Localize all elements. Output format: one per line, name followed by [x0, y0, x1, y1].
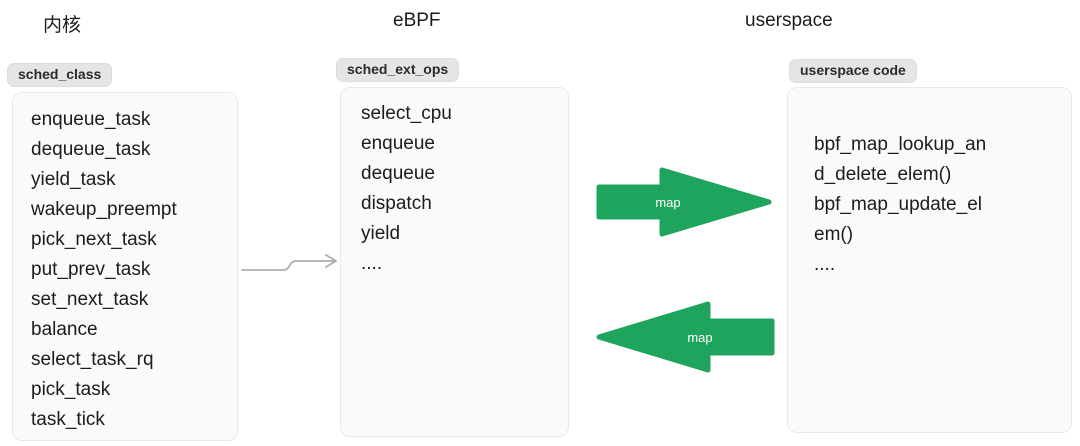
- column-header-userspace: userspace: [745, 10, 833, 31]
- column-header-ebpf: eBPF: [393, 10, 441, 31]
- list-item: ....: [361, 253, 383, 274]
- list-item: select_cpu: [361, 103, 452, 124]
- list-item: bpf_map_update_el: [814, 194, 982, 215]
- badge-sched-class: sched_class: [7, 63, 113, 87]
- list-item: set_next_task: [31, 289, 149, 310]
- sched-class-box: enqueue_task dequeue_task yield_task wak…: [12, 92, 238, 441]
- list-item: task_tick: [31, 409, 105, 430]
- list-item: bpf_map_lookup_an: [814, 134, 987, 155]
- map-arrow-left: map: [596, 301, 775, 373]
- list-item: balance: [31, 319, 98, 340]
- list-item: wakeup_preempt: [31, 199, 177, 220]
- list-item: enqueue: [361, 133, 435, 154]
- badge-sched-ext-ops: sched_ext_ops: [336, 58, 460, 82]
- list-item: dequeue: [361, 163, 435, 184]
- list-item: select_task_rq: [31, 349, 154, 370]
- sched-ext-ops-box: select_cpu enqueue dequeue dispatch yiel…: [340, 87, 569, 437]
- list-item: pick_next_task: [31, 229, 157, 250]
- map-arrow-right-shape: [596, 167, 772, 237]
- list-item: em(): [814, 224, 854, 245]
- userspace-code-box: bpf_map_lookup_an d_delete_elem() bpf_ma…: [787, 87, 1072, 433]
- list-item: dispatch: [361, 193, 432, 214]
- connector-arrowhead-icon: [325, 254, 337, 268]
- list-item: yield_task: [31, 169, 116, 190]
- column-header-kernel: 内核: [43, 15, 82, 36]
- connector-line: [241, 260, 335, 271]
- kernel-to-ebpf-arrow: [241, 254, 337, 271]
- map-arrow-right-label: map: [655, 195, 680, 210]
- list-item: yield: [361, 223, 401, 244]
- map-arrow-left-label: map: [687, 330, 712, 345]
- list-item: enqueue_task: [31, 109, 151, 130]
- list-item: dequeue_task: [31, 139, 151, 160]
- list-item: put_prev_task: [31, 259, 151, 280]
- map-arrow-left-shape: [596, 301, 775, 373]
- badge-userspace-code: userspace code: [789, 59, 917, 83]
- list-item: ....: [814, 254, 836, 275]
- map-arrow-right: map: [596, 167, 772, 237]
- list-item: d_delete_elem(): [814, 164, 952, 185]
- list-item: pick_task: [31, 379, 111, 400]
